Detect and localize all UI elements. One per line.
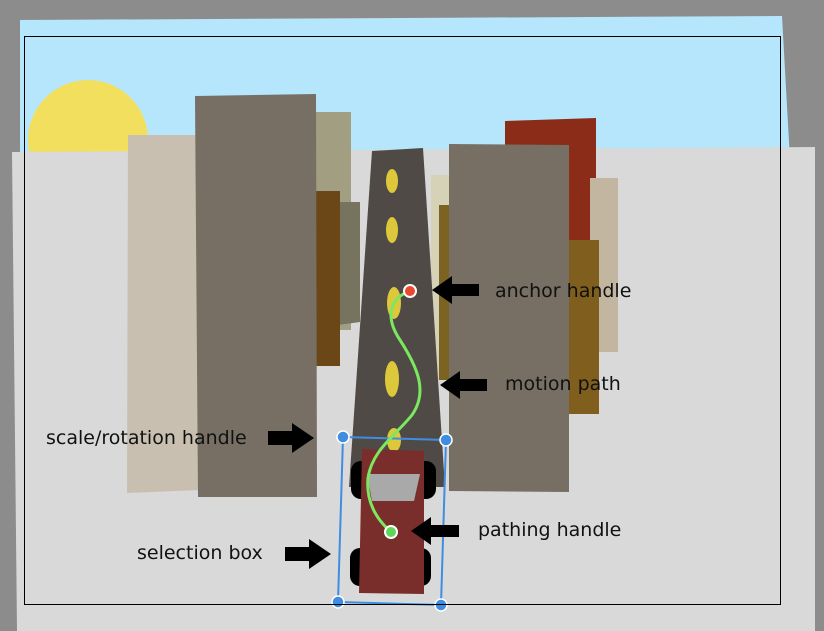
arrow-left-icon — [432, 276, 479, 304]
building-dark-olive[interactable] — [338, 202, 360, 325]
arrow-left-icon — [440, 371, 487, 399]
scale-rotation-handle-label: scale/rotation handle — [46, 427, 247, 449]
lane-mark — [386, 217, 398, 243]
frame-border — [24, 36, 781, 605]
car-windshield — [367, 474, 420, 501]
building-beige[interactable] — [127, 135, 200, 493]
pathing-handle[interactable] — [384, 525, 398, 539]
scale-rotation-handle[interactable] — [439, 433, 453, 447]
building-brown-left[interactable] — [315, 191, 340, 366]
arrow-right-icon — [285, 539, 331, 569]
motion-path[interactable] — [366, 289, 422, 534]
lane-mark — [386, 169, 398, 193]
lane-mark — [385, 361, 399, 397]
road[interactable] — [349, 148, 445, 487]
motion-path-label: motion path — [505, 373, 621, 395]
building-gray-right[interactable] — [449, 144, 569, 492]
car[interactable] — [350, 449, 436, 594]
scale-rotation-handle[interactable] — [331, 595, 345, 609]
arrow-right-icon — [268, 423, 314, 453]
selection-box-label: selection box — [137, 542, 263, 564]
scale-rotation-handle[interactable] — [336, 430, 350, 444]
arrow-left-icon — [411, 517, 459, 545]
lane-mark — [387, 428, 401, 452]
building-gray-left[interactable] — [195, 94, 317, 497]
anchor-handle[interactable] — [403, 284, 417, 298]
anchor-handle-label: anchor handle — [495, 280, 632, 302]
pathing-handle-label: pathing handle — [478, 519, 622, 541]
building-brown-right[interactable] — [560, 240, 599, 414]
